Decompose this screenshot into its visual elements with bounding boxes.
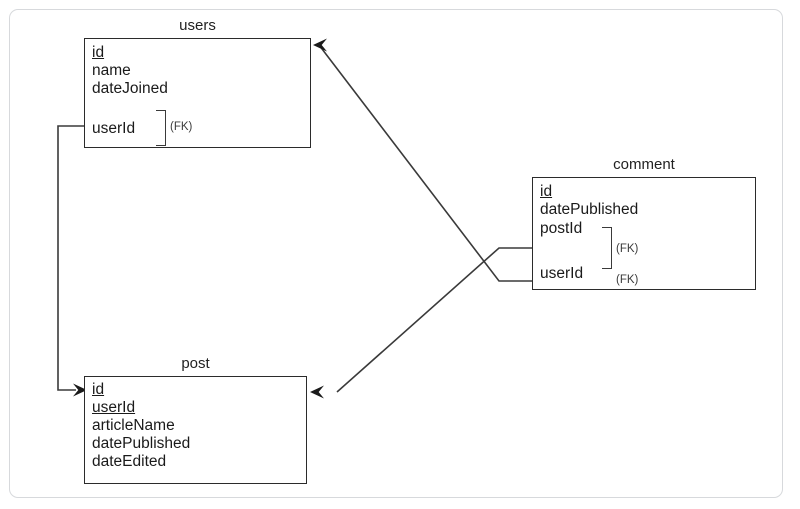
relationship-arrowhead-comment-postid-to-post [310, 385, 324, 399]
entity-box [532, 177, 756, 290]
relationship-arrowhead-users-userid-to-post [73, 383, 87, 397]
attribute-articlename: articleName [92, 417, 175, 434]
entity-box [84, 38, 311, 148]
fk-bracket [602, 227, 612, 269]
attribute-name: name [92, 62, 131, 79]
attribute-id: id [92, 44, 105, 61]
entity-title: post [181, 355, 210, 372]
entity-title: users [179, 17, 216, 34]
fk-bracket [156, 110, 166, 146]
attribute-postid: postId [540, 220, 583, 237]
relationship-line-comment-postid-to-post [336, 247, 532, 393]
attribute-datepublished: datePublished [92, 435, 191, 452]
fk-label: (FK) [616, 243, 639, 255]
fk-label: (FK) [616, 274, 639, 286]
attribute-id: id [92, 381, 105, 398]
entity-title: comment [613, 156, 675, 173]
relationship-line-comment-userid-to-users [318, 44, 532, 282]
attribute-userid: userId [92, 120, 136, 137]
attribute-userid: userId [92, 399, 136, 416]
relationship-arrowhead-comment-userid-to-users [313, 38, 327, 52]
attribute-datepublished: datePublished [540, 201, 639, 218]
relationship-line-users-userid-to-post [57, 125, 84, 391]
attribute-datejoined: dateJoined [92, 80, 168, 97]
attribute-userid: userId [540, 265, 584, 282]
attribute-dateedited: dateEdited [92, 453, 167, 470]
entity-box [84, 376, 307, 484]
fk-label: (FK) [170, 121, 193, 133]
attribute-id: id [540, 183, 553, 200]
